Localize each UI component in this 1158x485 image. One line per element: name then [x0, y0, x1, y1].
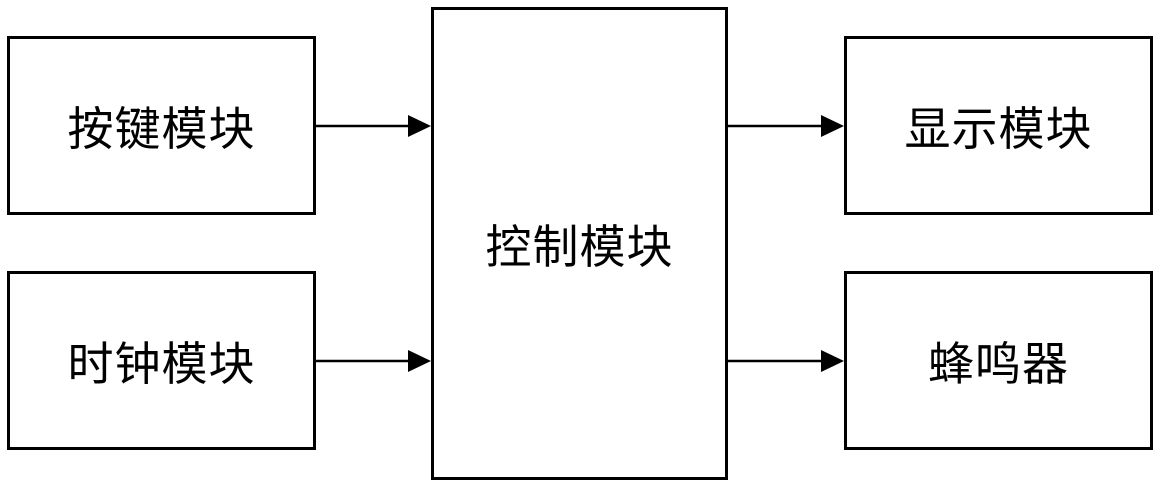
arrowhead-keys-to-control [408, 115, 431, 137]
arrowhead-clock-to-control [408, 350, 431, 372]
keys-module-box: 按键模块 [7, 36, 316, 215]
clock-module-box: 时钟模块 [7, 271, 316, 450]
keys-module-label: 按键模块 [67, 101, 256, 156]
display-module-label: 显示模块 [904, 101, 1093, 156]
clock-module-label: 时钟模块 [67, 336, 256, 391]
buzzer-label: 蜂鸣器 [928, 336, 1069, 391]
control-module-box: 控制模块 [431, 7, 728, 480]
control-module-label: 控制模块 [485, 219, 674, 274]
buzzer-box: 蜂鸣器 [844, 271, 1153, 450]
display-module-box: 显示模块 [844, 36, 1153, 215]
arrowhead-control-to-buzzer [821, 350, 844, 372]
arrowhead-control-to-display [821, 115, 844, 137]
